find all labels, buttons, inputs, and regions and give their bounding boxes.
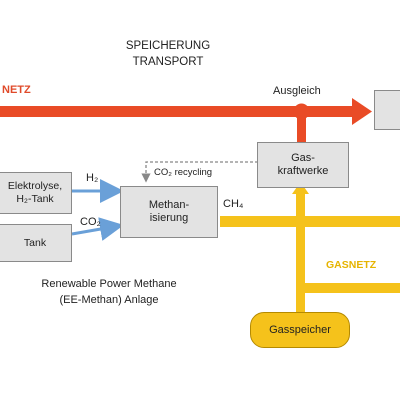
gaskraft-line1: Gas- bbox=[291, 151, 315, 164]
header-transport: TRANSPORT bbox=[132, 56, 204, 68]
elektrolyse-box: Elektrolyse, H₂-Tank bbox=[0, 172, 72, 214]
power-line bbox=[0, 106, 358, 117]
tank-box: Tank bbox=[0, 224, 72, 262]
co2-recycling-label: CO₂ recycling bbox=[154, 167, 213, 178]
gas-up-arrowhead bbox=[292, 182, 309, 194]
consumer-box-partial bbox=[374, 90, 400, 130]
ausgleich-connector bbox=[297, 110, 306, 148]
gasspeicher-node: Gasspeicher bbox=[250, 312, 350, 348]
power-line-arrowhead bbox=[352, 98, 372, 125]
co2-label: CO₂ bbox=[80, 216, 101, 228]
gasnetz-label: GASNETZ bbox=[326, 259, 377, 271]
ausgleich-node bbox=[293, 103, 310, 120]
caption-line1: Renewable Power Methane bbox=[41, 278, 177, 290]
gas-line-lower bbox=[300, 283, 400, 293]
methanisierung-box: Methan- isierung bbox=[120, 186, 218, 238]
ch4-label: CH₄ bbox=[223, 198, 244, 210]
gas-line bbox=[220, 216, 400, 227]
elektrolyse-line1: Elektrolyse, bbox=[7, 180, 63, 193]
methan-line1: Methan- bbox=[148, 198, 190, 211]
h2-label: H₂ bbox=[86, 172, 99, 184]
tank-label: Tank bbox=[23, 236, 47, 249]
header-speicherung: SPEICHERUNG bbox=[125, 40, 211, 52]
methan-line2: isierung bbox=[149, 212, 189, 224]
co2-arrow bbox=[71, 217, 124, 241]
caption-line2: (EE-Methan) Anlage bbox=[59, 294, 159, 306]
elektrolyse-line2: H₂-Tank bbox=[16, 193, 54, 205]
gasspeicher-label: Gasspeicher bbox=[269, 324, 331, 336]
co2-recycling-path bbox=[141, 161, 258, 183]
stromnetz-label: NETZ bbox=[2, 84, 31, 96]
gasspeicher-connector bbox=[296, 190, 305, 312]
ausgleich-label: Ausgleich bbox=[273, 85, 321, 97]
gaskraft-line2: kraftwerke bbox=[277, 165, 329, 177]
gaskraftwerke-box: Gas- kraftwerke bbox=[257, 142, 349, 188]
